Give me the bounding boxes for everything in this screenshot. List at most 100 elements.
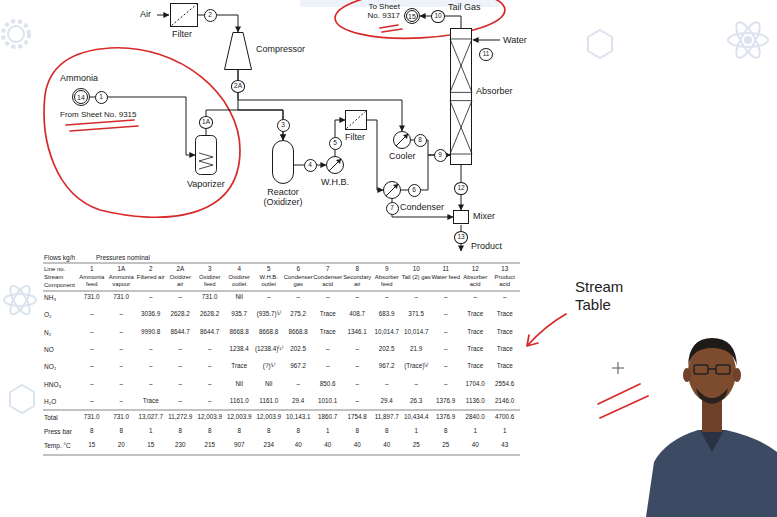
table-cell: 10 — [402, 266, 432, 273]
table-cell: 8668.8 — [225, 329, 255, 336]
table-cell: 1376.9 — [431, 414, 461, 421]
filter-box: Filter — [170, 3, 198, 27]
table-cell: 1704.0 — [461, 381, 491, 388]
feed-label: Air — [140, 9, 151, 19]
shape-outline — [170, 3, 198, 27]
table-cell: 8 — [284, 428, 314, 435]
table-header-cell: Absorber feed — [372, 274, 402, 287]
stream-number: 1 — [95, 91, 108, 104]
gear-watermark — [8, 26, 24, 42]
shape-outline — [383, 181, 401, 199]
table-cell: 12 — [461, 266, 491, 273]
table-cell: 25 — [402, 442, 432, 449]
table-cell: 731.0 — [77, 294, 107, 301]
equipment-label: Cooler — [389, 151, 416, 161]
table-cell: 850.6 — [313, 381, 343, 388]
stream-number: 3 — [277, 119, 290, 132]
table-cell: 275.2 — [284, 311, 314, 318]
condenser-symbol: Condenser — [383, 181, 401, 199]
table-cell: – — [431, 363, 461, 370]
table-cell: Trace — [490, 346, 520, 353]
table-cell: 8644.7 — [195, 329, 225, 336]
table-cell: – — [372, 294, 402, 301]
table-cell: – — [136, 294, 166, 301]
table-cell: 7 — [313, 266, 343, 273]
feed-arrows — [157, 15, 500, 251]
equipment-label: Filter — [345, 132, 365, 142]
table-cell: Trace — [490, 329, 520, 336]
table-cell: – — [195, 363, 225, 370]
filter-box: Filter — [345, 110, 367, 130]
table-cell: 8 — [166, 428, 196, 435]
table-cell: – — [77, 381, 107, 388]
table-cell: 2628.2 — [166, 311, 196, 318]
table-cell: – — [254, 294, 284, 301]
table-cell: – — [431, 346, 461, 353]
table-cell: 20 — [107, 442, 137, 449]
table-cell: – — [343, 363, 373, 370]
table-header-cell: Secondary air — [343, 274, 373, 287]
table-cell: Trace — [490, 311, 520, 318]
table-cell: (?)⁽¹⁾ — [254, 363, 284, 370]
table-row-head: NO₂ — [44, 363, 56, 370]
table-cell: 1010.1 — [313, 398, 343, 405]
table-cell: Trace — [461, 363, 491, 370]
hand-drawn-mark — [598, 384, 648, 418]
equipment-label: Compressor — [256, 44, 305, 54]
table-cell: 371.5 — [402, 311, 432, 318]
table-cell: – — [195, 398, 225, 405]
table-cell: 40 — [372, 442, 402, 449]
equipment-label: Mixer — [473, 211, 495, 221]
hexagon-watermark — [10, 385, 34, 413]
table-cell: – — [402, 294, 432, 301]
table-cell: 10,434.4 — [402, 414, 432, 421]
table-cell: 230 — [166, 442, 196, 449]
table-cell: 3036.9 — [136, 311, 166, 318]
table-cell: Trace — [461, 329, 491, 336]
annotation-text: Stream Table — [575, 278, 639, 314]
table-row-head: Temp. °C — [44, 442, 71, 449]
table-cell: 2 — [136, 266, 166, 273]
table-cell: 21.9 — [402, 346, 432, 353]
table-cell: Trace — [136, 398, 166, 405]
offsheet-connector: To Sheet No. 931715 — [404, 8, 420, 24]
box-outline — [454, 211, 469, 224]
table-cell: – — [343, 398, 373, 405]
heat-exchanger: W.H.B. — [326, 156, 344, 174]
watermark-logos — [3, 0, 768, 413]
table-cell: 935.7 — [225, 311, 255, 318]
stream-number: 7 — [386, 202, 399, 215]
hexagon-watermark — [588, 30, 612, 58]
table-cell: 6 — [284, 266, 314, 273]
shape-outline — [224, 32, 252, 70]
table-header-cell: Ammonia feed — [77, 274, 107, 287]
table-cell: – — [372, 381, 402, 388]
connector-number: 14 — [72, 88, 90, 106]
exchanger-arrowhead — [336, 159, 341, 164]
table-cell: 8 — [372, 428, 402, 435]
table-cell: Nil — [225, 381, 255, 388]
table-cell: 1 — [402, 428, 432, 435]
table-header-cell: Oxidizer outlet — [225, 274, 255, 287]
table-header-cell: W.H.B. outlet — [254, 274, 284, 287]
presenter-glasses — [716, 365, 730, 374]
table-cell: (Trace)⁽¹⁾ — [402, 363, 432, 370]
equipment-label: Absorber — [476, 86, 513, 96]
table-cell: 2628.2 — [195, 311, 225, 318]
table-cell: 29.4 — [372, 398, 402, 405]
table-cell: 1136.0 — [461, 398, 491, 405]
vessel-outline — [273, 141, 294, 184]
table-cell: – — [431, 329, 461, 336]
process-line — [90, 97, 195, 155]
connector-number: 15 — [404, 8, 420, 24]
table-cell: 1 — [136, 428, 166, 435]
table-cell: – — [107, 363, 137, 370]
stream-name: Product — [471, 241, 502, 251]
heating-coil — [199, 153, 213, 169]
table-cell: 2A — [166, 266, 196, 273]
process-line — [206, 110, 283, 140]
atom-watermark — [745, 37, 751, 43]
table-cell: 10,014.7 — [372, 329, 402, 336]
table-cell: Trace — [490, 363, 520, 370]
air-inlet-arrow — [157, 15, 169, 16]
